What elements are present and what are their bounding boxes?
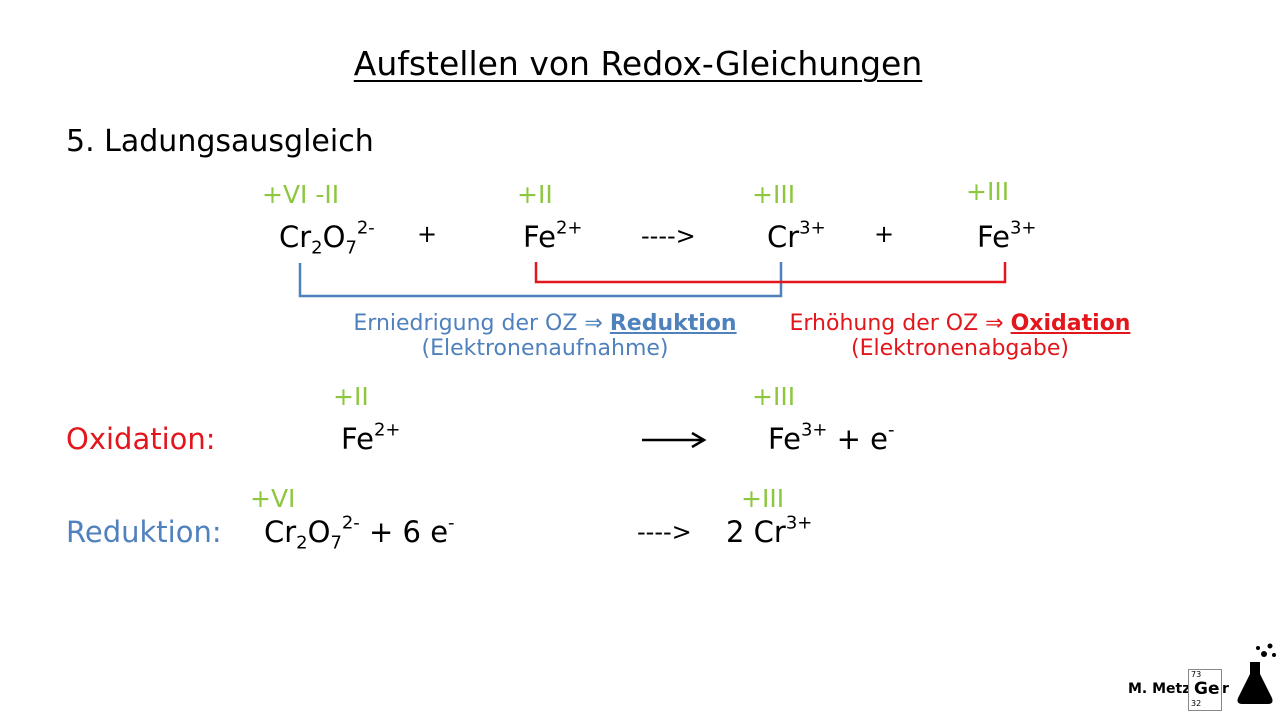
step-heading: 5. Ladungsausgleich xyxy=(66,124,374,159)
oxidation-label: Oxidation: xyxy=(66,422,216,456)
periodic-element-logo: 73 Ge 32 xyxy=(1188,669,1222,711)
flask-icon xyxy=(1237,643,1276,704)
reduction-bracket xyxy=(298,262,783,298)
ox-number-cr3: +III xyxy=(752,180,796,209)
ox-number-oxidation-right: +III xyxy=(752,382,796,411)
page-title: Aufstellen von Redox-Gleichungen xyxy=(353,44,923,83)
reaction-arrow-top: ----> xyxy=(641,222,696,250)
dichromate: Cr2O72- xyxy=(279,217,375,259)
oxidation-bracket xyxy=(534,262,1007,284)
atomic-mass: 73 xyxy=(1191,670,1202,679)
reduction-label: Reduktion: xyxy=(66,515,222,549)
reduction-arrow: ----> xyxy=(637,518,692,546)
element-symbol: Ge xyxy=(1194,679,1220,699)
oxidation-reactant: Fe2+ xyxy=(341,419,401,456)
plus-sign-1: + xyxy=(417,220,438,248)
iron-2: Fe2+ xyxy=(523,217,583,254)
oxidation-note: Erhöhung der OZ ⇒ Oxidation (Elektronena… xyxy=(789,311,1131,361)
oxidation-product: Fe3+ + e- xyxy=(768,419,895,456)
ox-number-reduction-right: +III xyxy=(741,484,785,513)
ox-number-fe3: +III xyxy=(966,177,1010,206)
author-logo-text: M. Metz xyxy=(1128,681,1191,697)
oxidation-arrow xyxy=(642,431,707,449)
iron-3: Fe3+ xyxy=(977,217,1037,254)
ox-number-cr-o: +VI -II xyxy=(262,180,340,209)
ox-number-oxidation-left: +II xyxy=(333,382,369,411)
ox-number-reduction-left: +VI xyxy=(250,484,296,513)
chromium-3: Cr3+ xyxy=(767,217,826,254)
author-logo-suffix: r xyxy=(1222,681,1229,697)
reduction-reactant: Cr2O72- + 6 e- xyxy=(264,512,455,554)
plus-sign-2: + xyxy=(874,220,895,248)
ox-number-fe2: +II xyxy=(517,180,553,209)
reduction-product: 2 Cr3+ xyxy=(726,512,813,549)
reduction-note: Erniedrigung der OZ ⇒ Reduktion (Elektro… xyxy=(353,311,737,361)
atomic-number: 32 xyxy=(1191,699,1202,708)
